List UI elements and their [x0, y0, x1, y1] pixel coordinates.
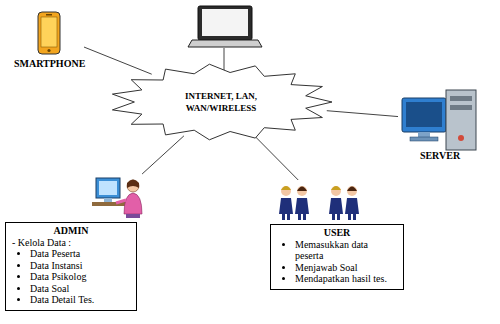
admin-icon — [92, 178, 142, 218]
network-link — [84, 47, 152, 74]
cloud-outline — [108, 62, 334, 142]
server-node: SERVER — [398, 88, 482, 162]
bullet-item: Mendapatkan hasil tes. — [295, 273, 397, 285]
bullet-list: Memasukkan data pesertaMenjawab SoalMend… — [277, 239, 397, 285]
user-box: USERMemasukkan data pesertaMenjawab Soal… — [270, 180, 404, 290]
list-box: ADMIN- Kelola Data :Data PesertaData Ins… — [5, 222, 137, 311]
device-label: SMARTPHONE — [14, 58, 84, 70]
link-line — [84, 47, 152, 74]
bullet-list: Data PesertaData InstansiData PsikologDa… — [12, 248, 130, 306]
bullet-item: Data Instansi — [30, 260, 130, 272]
smartphone-icon — [38, 12, 60, 54]
laptop-icon — [188, 6, 262, 74]
network-cloud: INTERNET, LAN, WAN/WIRELESS — [108, 62, 334, 142]
link-line — [327, 111, 398, 117]
network-label: INTERNET, LAN, WAN/WIRELESS — [175, 90, 267, 114]
users-icon — [279, 186, 359, 220]
bullet-item: Data Detail Tes. — [30, 294, 130, 306]
list-box: USERMemasukkan data pesertaMenjawab Soal… — [270, 224, 404, 290]
server-icon — [402, 90, 476, 150]
bullet-item: Menjawab Soal — [295, 262, 397, 274]
network-link — [327, 111, 398, 117]
cloud-path — [112, 64, 332, 140]
cloud-text-wrap: INTERNET, LAN, WAN/WIRELESS — [108, 62, 334, 142]
bullet-item: Memasukkan data peserta — [295, 239, 397, 262]
network-link — [142, 136, 184, 174]
box-heading: ADMIN — [12, 225, 130, 237]
admin-box: ADMIN- Kelola Data :Data PesertaData Ins… — [5, 174, 145, 311]
device-label: SERVER — [398, 150, 482, 162]
bullet-item: Data Peserta — [30, 248, 130, 260]
box-heading: USER — [277, 227, 397, 239]
link-line — [255, 136, 298, 180]
bullet-item: Data Soal — [30, 283, 130, 295]
link-line — [142, 136, 184, 174]
bullet-item: Data Psikolog — [30, 271, 130, 283]
network-link — [255, 136, 298, 180]
list-intro: - Kelola Data : — [12, 237, 130, 249]
smartphone-node: SMARTPHONE — [14, 10, 84, 70]
